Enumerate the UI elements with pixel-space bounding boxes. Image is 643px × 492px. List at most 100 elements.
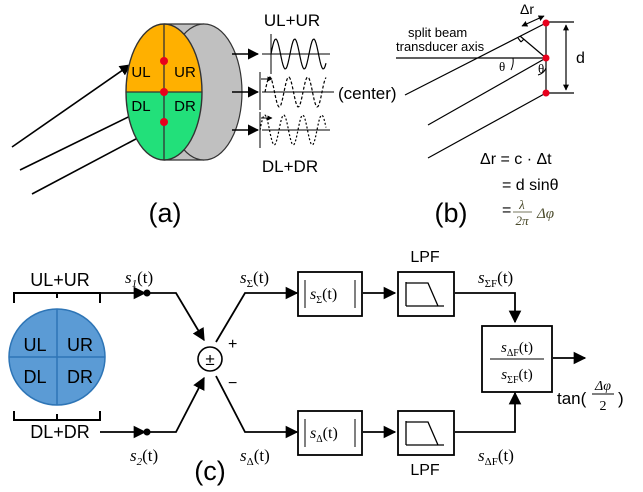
abs-sigma-arg: (t) <box>322 286 337 303</box>
s-sigma-letter: s <box>240 268 247 287</box>
s-sigma-symbol: sΣ(t) <box>240 268 269 290</box>
abs-delta-block <box>297 410 363 456</box>
s2-symbol: s2(t) <box>130 446 158 468</box>
theta-label-right: θ <box>538 61 544 76</box>
plus-sign: + <box>228 336 237 353</box>
abs-sigma-letter: s <box>310 286 316 303</box>
incident-beams <box>396 15 574 159</box>
waveforms <box>259 34 334 148</box>
receive-point-lower <box>160 118 168 126</box>
element-point-lower <box>542 89 550 97</box>
right-angle-mark <box>517 37 522 43</box>
transducer: UL UR DL DR <box>125 23 243 161</box>
lpf-bottom-response <box>405 421 444 446</box>
s-sigma-f-arg: (t) <box>497 268 513 287</box>
s-delta-subscript: Δ <box>247 456 254 468</box>
ray-line <box>11 64 131 148</box>
pm-symbol: ± <box>205 350 214 369</box>
node-s1 <box>143 289 151 297</box>
delta-r-label: Δr <box>520 1 534 17</box>
s2-subscript: 2 <box>137 456 143 468</box>
c-quadrant-ul: UL <box>23 335 46 355</box>
node-s2 <box>143 428 151 436</box>
waveform-top <box>270 38 327 70</box>
panel-a-label: (a) <box>149 198 182 228</box>
wavefront-line <box>519 35 547 59</box>
s-sigma-arg: (t) <box>253 268 269 287</box>
beam-line <box>404 22 547 96</box>
lpf-bottom-label: LPF <box>410 462 440 479</box>
s-delta-letter: s <box>240 446 247 465</box>
abs-delta-letter: s <box>310 425 316 442</box>
panel-c-label: (c) <box>194 456 225 486</box>
signal-bottom-label: DL+DR <box>262 157 318 176</box>
element-point-center <box>542 54 550 62</box>
s2-arg: (t) <box>142 446 158 465</box>
quadrant-dr-label: DR <box>174 98 196 115</box>
tan-numerator: Δφ <box>594 379 611 394</box>
divider-denominator: sΣF(t) <box>501 367 532 386</box>
den-subscript: ΣF <box>507 375 519 386</box>
path-s1-to-sum <box>148 292 205 342</box>
tan-prefix: tan( <box>557 389 587 408</box>
path-s2-to-sum <box>148 376 205 433</box>
equation-d-sin-theta: = d sinθ <box>502 177 559 194</box>
num-arg: (t) <box>519 340 533 356</box>
divider-numerator: sΔF(t) <box>501 340 533 359</box>
right-angle-mark <box>520 38 525 43</box>
quadrant-ul-label: UL <box>131 64 150 81</box>
axis-label-line1: split beam <box>408 25 467 40</box>
lpf-top-block <box>397 271 455 317</box>
beam-line <box>427 57 547 126</box>
s1-subscript: 1 <box>132 278 138 290</box>
quadrant-ur-label: UR <box>174 64 196 81</box>
delta-r-arrow <box>521 15 545 27</box>
equation-delta-phi: Δφ <box>536 206 554 222</box>
abs-delta-content: sΔ(t) <box>310 425 338 445</box>
beam-line <box>427 92 547 159</box>
s-sigma-f-symbol: sΣF(t) <box>478 268 513 290</box>
s1-letter: s <box>125 268 132 287</box>
sum-diff-node <box>197 346 223 372</box>
path-diff-out <box>215 375 299 439</box>
output-arrows <box>232 48 260 136</box>
s-sigma-f-subscript: ΣF <box>485 278 498 290</box>
sum-bottom-label: DL+DR <box>30 422 90 442</box>
equation-lambda: λ <box>518 197 525 212</box>
minus-sign: − <box>228 375 237 392</box>
equation-two-pi: 2π <box>515 213 529 228</box>
quadrant-dl-label: DL <box>131 98 150 115</box>
element-point-upper <box>542 19 550 27</box>
path-lpf-bottom-to-div <box>455 391 522 433</box>
d-label: d <box>576 50 585 67</box>
s-delta-f-letter: s <box>478 446 485 465</box>
signal-paths <box>100 286 587 439</box>
tan-suffix: ) <box>618 389 624 408</box>
signal-center-label: (center) <box>338 84 397 103</box>
theta-arc-left <box>510 57 514 71</box>
path-lpf-top-to-div <box>455 292 522 324</box>
s1-arg: (t) <box>137 268 153 287</box>
abs-delta-arg: (t) <box>323 425 338 442</box>
s-delta-arg: (t) <box>254 446 270 465</box>
c-quadrant-dl: DL <box>23 367 46 387</box>
den-letter: s <box>501 367 507 383</box>
panel-c: UL+UR DL+DR UL UR DL DR s1(t) s2(t) <box>8 249 624 486</box>
lpf-top-response <box>405 282 444 307</box>
s-sigma-f-letter: s <box>478 268 485 287</box>
panel-b-label: (b) <box>435 198 468 228</box>
receive-point-center <box>160 88 168 96</box>
lpf-top-label: LPF <box>410 249 440 266</box>
num-letter: s <box>501 340 507 356</box>
theta-arc-right <box>537 67 547 76</box>
s-sigma-subscript: Σ <box>247 278 253 290</box>
abs-sigma-content: sΣ(t) <box>310 286 337 306</box>
equation-delta-r: Δr = c · Δt <box>480 151 552 168</box>
s-delta-f-symbol: sΔF(t) <box>478 446 514 468</box>
axis-label-line2: transducer axis <box>396 39 485 54</box>
lpf-bottom-block <box>397 410 455 456</box>
den-arg: (t) <box>519 367 533 383</box>
theta-label-left: θ <box>499 59 505 74</box>
waveform-center <box>264 76 327 108</box>
